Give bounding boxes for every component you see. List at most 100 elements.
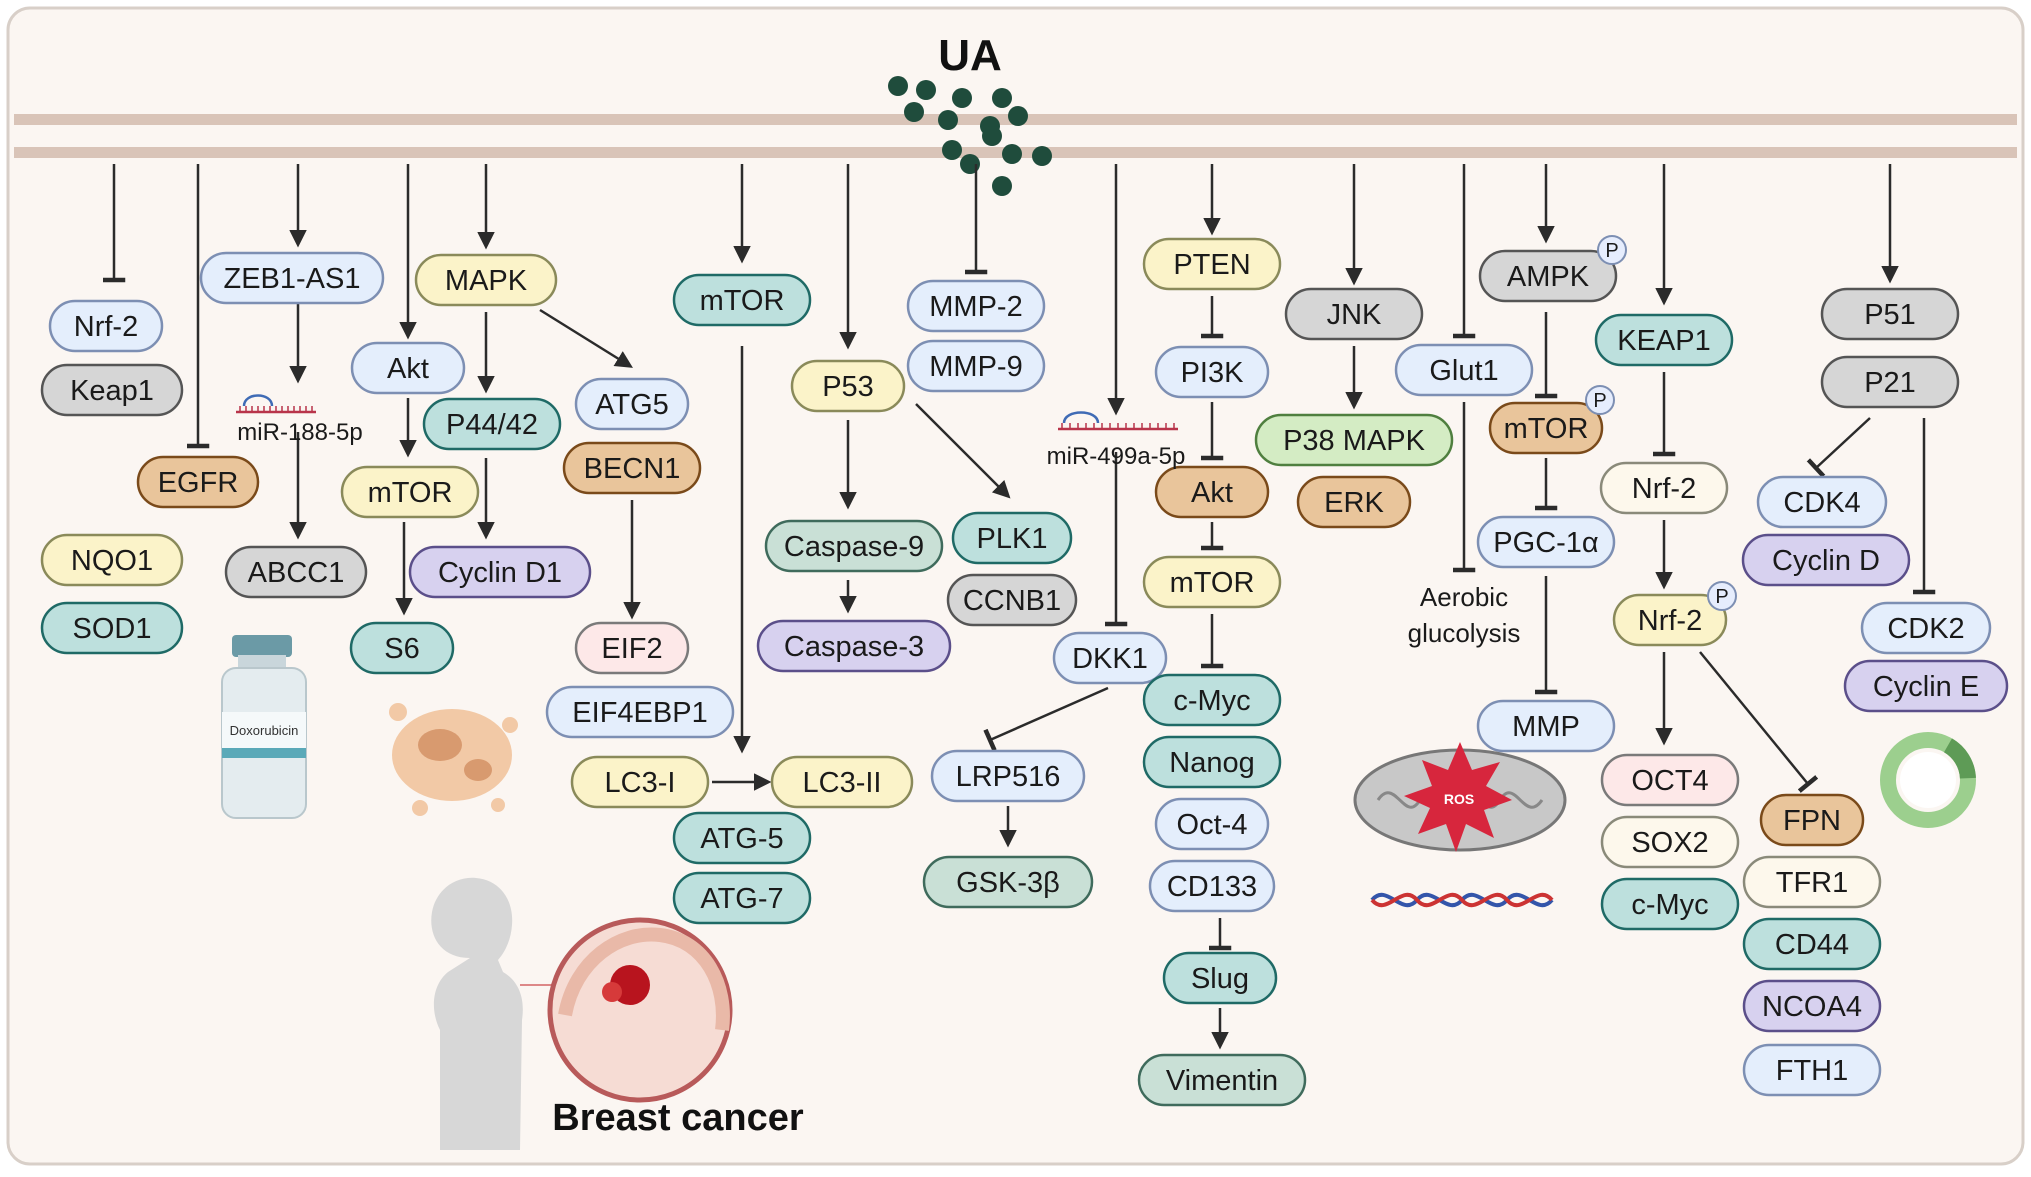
node-mtor3: mTOR xyxy=(1142,555,1282,609)
node-pill xyxy=(1742,1043,1882,1097)
node-pill xyxy=(574,377,690,431)
node-pill xyxy=(1820,287,1960,341)
node-label: P38 MAPK xyxy=(1283,425,1425,457)
node-pill xyxy=(764,519,944,573)
node-mmp9: MMP-9 xyxy=(906,339,1046,393)
node-gsk3b: GSK-3β xyxy=(922,855,1094,909)
node-pill xyxy=(672,811,812,865)
node-label: FPN xyxy=(1783,805,1841,837)
node-label: MMP-9 xyxy=(929,351,1022,383)
node-pill xyxy=(1162,951,1278,1005)
pathway-edges xyxy=(102,164,1936,1050)
node-label: PTEN xyxy=(1173,249,1250,281)
node-label: EGFR xyxy=(158,467,239,499)
node-pill xyxy=(756,619,952,673)
node-mtor2: mTOR xyxy=(672,273,812,327)
node-pill xyxy=(1284,287,1424,341)
node-label: Cyclin D xyxy=(1772,545,1880,577)
node-pill xyxy=(1742,979,1882,1033)
node-pill xyxy=(1600,815,1740,869)
node-label: NCOA4 xyxy=(1762,991,1862,1023)
ua-particles xyxy=(888,76,1052,196)
node-label: ATG-7 xyxy=(700,883,783,915)
node-label: PI3K xyxy=(1181,357,1245,389)
node-label: Keap1 xyxy=(70,375,154,407)
cell-cycle-icon xyxy=(1880,731,1976,828)
activation-arrow xyxy=(915,403,1011,499)
node-nanog: Nanog xyxy=(1142,735,1282,789)
node-pill xyxy=(1612,593,1728,647)
node-pill xyxy=(1142,237,1282,291)
node-mapk: MAPK xyxy=(414,253,558,307)
node-nqo1: NQO1 xyxy=(40,533,184,587)
node-label: Akt xyxy=(387,353,429,385)
activation-arrow xyxy=(539,308,633,368)
node-jnk: JNK xyxy=(1284,287,1424,341)
breast-cancer-label: Breast cancer xyxy=(552,1097,804,1139)
ua-particle xyxy=(992,176,1012,196)
node-mtor4: mTOR xyxy=(1488,401,1604,455)
node-label: Akt xyxy=(1191,477,1233,509)
node-label: ZEB1-AS1 xyxy=(224,263,361,295)
node-pill xyxy=(1154,345,1270,399)
node-cd44: CD44 xyxy=(1742,917,1882,971)
node-p53: P53 xyxy=(790,359,906,413)
label-aerobic2: glucolysis xyxy=(1408,618,1521,648)
node-label: Slug xyxy=(1191,963,1249,995)
doxorubicin-label: Doxorubicin xyxy=(230,723,299,738)
phospho-circle xyxy=(1597,235,1627,265)
ua-particle xyxy=(938,110,958,130)
node-pill xyxy=(545,685,735,739)
node-pill xyxy=(1296,475,1412,529)
node-pill xyxy=(946,573,1078,627)
node-pill xyxy=(1142,735,1282,789)
node-cd133: CD133 xyxy=(1148,859,1276,913)
node-s6: S6 xyxy=(349,621,455,675)
mirna-hairpin-icon xyxy=(236,394,316,414)
node-pill xyxy=(1741,533,1911,587)
node-pill xyxy=(770,755,914,809)
node-label: NQO1 xyxy=(71,545,153,577)
node-pill xyxy=(408,545,592,599)
node-pill xyxy=(349,621,455,675)
node-label: MMP xyxy=(1512,711,1580,743)
node-label: DKK1 xyxy=(1072,643,1148,675)
node-pten: PTEN xyxy=(1142,237,1282,291)
node-label: EIF4EBP1 xyxy=(572,697,707,729)
node-label: Cyclin D1 xyxy=(438,557,562,589)
node-pill xyxy=(1594,313,1734,367)
mitochondrion-ros-icon: ROS xyxy=(1353,742,1567,852)
node-cdk2: CDK2 xyxy=(1860,601,1992,655)
node-label: PLK1 xyxy=(977,523,1048,555)
node-ncoa4: NCOA4 xyxy=(1742,979,1882,1033)
node-sod1: SOD1 xyxy=(40,601,184,655)
node-pill xyxy=(1142,555,1282,609)
ua-particle xyxy=(1008,106,1028,126)
node-tfr1: TFR1 xyxy=(1742,855,1882,909)
node-label: PGC-1α xyxy=(1493,527,1598,559)
inhibition-line xyxy=(983,686,1109,752)
node-casp9: Caspase-9 xyxy=(764,519,944,573)
node-mmp: MMP xyxy=(1476,699,1616,753)
node-pill xyxy=(350,341,466,395)
ua-particle xyxy=(982,126,1002,146)
node-zeb1: ZEB1-AS1 xyxy=(199,251,385,305)
inhibition-line xyxy=(1699,651,1819,793)
node-label: Nrf-2 xyxy=(74,311,138,343)
node-label: TFR1 xyxy=(1776,867,1849,899)
node-pill xyxy=(1137,1053,1307,1107)
node-label: mTOR xyxy=(368,477,453,509)
node-pill xyxy=(1860,601,1992,655)
node-lrp516: LRP516 xyxy=(930,749,1086,803)
node-glut1: Glut1 xyxy=(1394,343,1534,397)
node-abcc1: ABCC1 xyxy=(224,545,368,599)
node-pill xyxy=(199,251,385,305)
breast-cancer-illustration: Breast cancer xyxy=(431,877,804,1150)
node-label: ERK xyxy=(1324,487,1384,519)
ua-particle xyxy=(888,76,908,96)
node-label: CD44 xyxy=(1775,929,1849,961)
node-label: CD133 xyxy=(1167,871,1257,903)
